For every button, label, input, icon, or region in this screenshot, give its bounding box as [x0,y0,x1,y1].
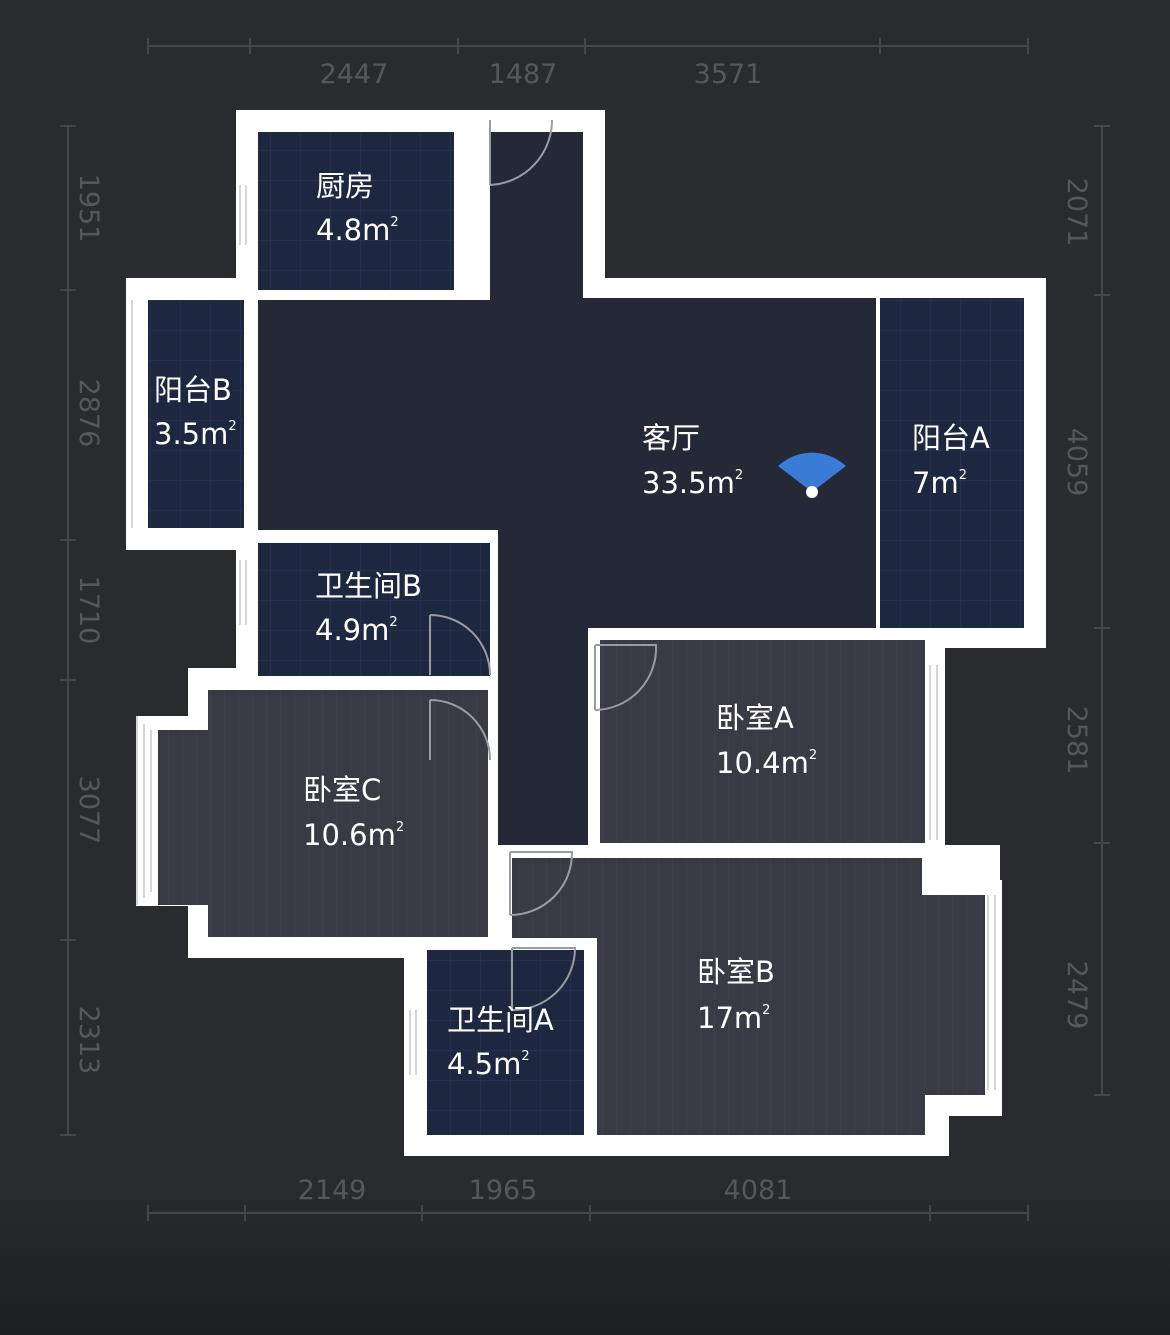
floor-bedroom-a [600,640,925,843]
room-area-living: 33.5m2 [642,466,743,500]
room-area-bath-a: 4.5m2 [447,1047,530,1081]
dim-right-4: 2479 [1061,961,1092,1030]
dim-bottom-3: 4081 [724,1175,793,1206]
floor-bath-b [258,543,490,676]
room-name-bath-b: 卫生间B [315,569,422,603]
room-name-living: 客厅 [642,421,700,455]
floor-balcony-a [880,298,1024,628]
room-area-bedroom-a: 10.4m2 [716,746,817,780]
dimension-lines [60,38,1110,1221]
bottom-fade [0,1180,1170,1335]
room-area-bedroom-c: 10.6m2 [303,818,404,852]
dimension-labels: 2447 1487 3571 2149 1965 4081 1951 2876 … [73,59,1092,1206]
floor-balcony-b [148,300,244,528]
floor-living [258,132,876,845]
room-area-balcony-a: 7m2 [912,466,967,500]
windows [131,185,996,1090]
doors [429,119,658,1012]
room-labels: 厨房 4.8m2 阳台B 3.5m2 客厅 33.5m2 阳台A 7m2 卫生间… [154,169,990,1081]
room-name-balcony-a: 阳台A [912,421,990,455]
dim-left-1: 1951 [73,174,104,243]
floor-bedroom-b [512,858,985,1135]
dim-top-2: 1487 [489,59,558,90]
dim-left-2: 2876 [73,379,104,448]
room-name-bedroom-a: 卧室A [716,701,794,735]
dim-bottom-2: 1965 [469,1175,538,1206]
room-name-bedroom-b: 卧室B [697,955,775,989]
dim-left-3: 1710 [73,576,104,645]
room-area-bath-b: 4.9m2 [315,613,398,647]
view-cone-icon [778,452,846,498]
room-name-balcony-b: 阳台B [154,373,232,407]
dim-right-1: 2071 [1061,178,1092,247]
dim-right-3: 2581 [1061,706,1092,775]
dim-bottom-1: 2149 [298,1175,367,1206]
room-area-balcony-b: 3.5m2 [154,417,237,451]
room-area-bedroom-b: 17m2 [697,1001,770,1035]
dim-left-4: 3077 [73,776,104,845]
room-name-bath-a: 卫生间A [447,1003,554,1037]
room-floors [148,132,1024,1135]
room-area-kitchen: 4.8m2 [316,213,399,247]
dim-left-5: 2313 [73,1006,104,1075]
dim-top-1: 2447 [320,59,389,90]
floor-bedroom-c [158,690,488,937]
room-name-kitchen: 厨房 [316,169,374,203]
floor-kitchen [258,132,454,290]
room-name-bedroom-c: 卧室C [303,773,381,807]
dim-top-3: 3571 [694,59,763,90]
dim-right-2: 4059 [1061,428,1092,497]
floor-bath-a [427,950,584,1135]
